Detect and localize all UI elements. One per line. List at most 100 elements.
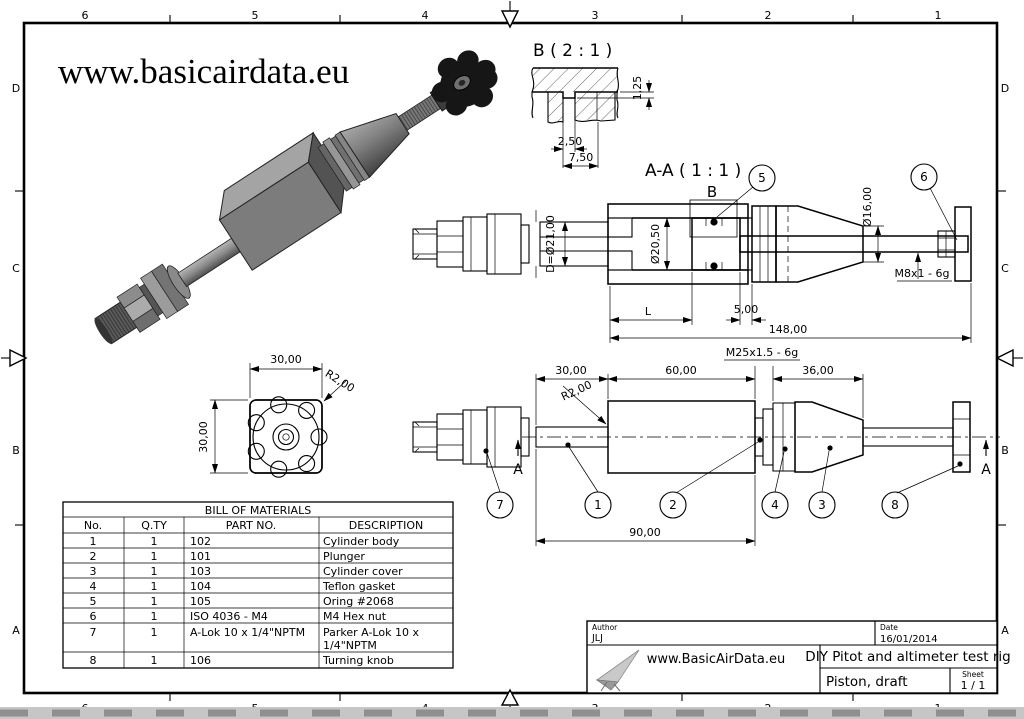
grid-col-label: 3	[592, 9, 599, 22]
bom-cell-part: 101	[190, 550, 211, 563]
knob-front-view: 30,00 30,00 R2,00	[197, 353, 357, 478]
dim-m8: M8x1 - 6g	[895, 267, 950, 280]
bom-cell-part: 104	[190, 580, 211, 593]
balloon-1: 1	[594, 498, 602, 512]
section-aa-title: A-A ( 1 : 1 )	[645, 161, 741, 181]
section-view-aa: A-A ( 1 : 1 ) B	[412, 161, 972, 343]
bom-cell-desc: Cylinder cover	[323, 565, 403, 578]
bom-cell-desc: Oring #2068	[323, 595, 394, 608]
iso-turning-knob	[431, 50, 498, 116]
bom-cell-no: 5	[90, 595, 97, 608]
dim-7-50: 7,50	[569, 151, 594, 164]
bom-cell-desc: Turning knob	[322, 654, 394, 667]
balloon-5: 5	[758, 171, 766, 185]
bom-cell-qty: 1	[151, 535, 158, 548]
grid-row-label: B	[1001, 444, 1009, 457]
grid-row-label: A	[12, 624, 20, 637]
grid-col-label: 5	[252, 9, 259, 22]
bom-cell-part: A-Lok 10 x 1/4"NPTM	[190, 626, 305, 639]
bom-cell-no: 6	[90, 610, 97, 623]
iso-cover-assembly	[317, 50, 498, 192]
bom-header-qty: Q.TY	[141, 519, 167, 532]
bom-cell-desc-line2: 1/4"NPTM	[323, 639, 377, 652]
grid-col-label: 1	[935, 9, 942, 22]
bom-cell-qty: 1	[151, 610, 158, 623]
author-label: Author	[592, 623, 618, 632]
dim-m25: M25x1.5 - 6g	[726, 346, 798, 359]
dim-L: L	[645, 305, 652, 318]
isometric-render	[94, 50, 498, 345]
dim-30: 30,00	[555, 364, 587, 377]
side-balloons: 7 1 2 4 3 8	[483, 437, 963, 519]
title-block: Author JLJ Date 16/01/2014 www.BasicAirD…	[586, 620, 1011, 694]
section-label-a-left: A	[513, 462, 523, 478]
knob-scallops	[247, 396, 328, 478]
bom-cell-qty: 1	[151, 626, 158, 639]
frame-ticks-right	[997, 190, 1006, 526]
aa-balloons: 5 6	[716, 163, 958, 241]
bom-cell-desc: Parker A-Lok 10 x	[323, 626, 419, 639]
bom-cell-part: 102	[190, 535, 211, 548]
aa-dimensions: D=Ø21,00 Ø20,50 Ø16,00 M8x1 - 6g L 5,00 …	[535, 187, 972, 343]
aa-plunger-rod	[739, 235, 969, 253]
dim-148: 148,00	[769, 323, 808, 336]
project-title: DIY Pitot and altimeter test rig	[805, 649, 1010, 665]
detail-b-dims: 1,25 2,50 7,50	[551, 76, 654, 169]
oring-bottom	[710, 262, 718, 270]
grid-col-label: 2	[765, 9, 772, 22]
titleblock-website: www.BasicAirData.eu	[647, 652, 786, 667]
detail-b-title: B ( 2 : 1 )	[533, 41, 612, 61]
frame-ticks-top	[169, 15, 854, 24]
aa-plunger-piston	[691, 217, 741, 271]
balloon-2: 2	[669, 498, 677, 512]
section-label-a-right: A	[981, 462, 991, 478]
grid-row-label: D	[12, 82, 20, 95]
centering-mark-right	[995, 348, 1023, 368]
dim-d21: D=Ø21,00	[544, 215, 557, 273]
sheet-label: Sheet	[962, 670, 984, 679]
balloon-3: 3	[818, 498, 826, 512]
dim-2-50: 2,50	[558, 135, 583, 148]
dim-1-25: 1,25	[631, 76, 644, 101]
aa-teflon-gasket	[739, 217, 753, 271]
grid-row-label: A	[1001, 624, 1009, 637]
dim-16: Ø16,00	[861, 187, 874, 227]
section-cut-marks: A A	[513, 439, 991, 478]
author-value: JLJ	[591, 633, 603, 644]
frame-ticks-left	[15, 190, 24, 526]
bom-row: 5 1 105 Oring #2068	[90, 595, 394, 608]
aa-cylinder-cover	[751, 205, 864, 283]
bom-cell-qty: 1	[151, 595, 158, 608]
bom-cell-no: 7	[90, 626, 97, 639]
detail-b-geometry	[531, 67, 619, 124]
detail-view-b: B ( 2 : 1 ) 1,25 2,50 7,50	[531, 41, 654, 169]
grid-col-label: 6	[82, 9, 89, 22]
dim-2050: Ø20,50	[649, 224, 662, 264]
bom-cell-qty: 1	[151, 550, 158, 563]
bom-cell-part: ISO 4036 - M4	[190, 610, 268, 623]
bom-cell-desc: Cylinder body	[323, 535, 400, 548]
bom-cell-qty: 1	[151, 565, 158, 578]
bom-cell-no: 8	[90, 654, 97, 667]
balloon-4: 4	[771, 498, 779, 512]
bom-title: BILL OF MATERIALS	[205, 504, 311, 517]
side-geometry	[535, 400, 971, 474]
bom-cell-desc: M4 Hex nut	[323, 610, 387, 623]
centering-mark-top	[500, 1, 520, 29]
side-view: A A 30,00 60,00 36,00 M25x1.5 - 6g R2,00…	[412, 346, 1000, 546]
grid-row-label: C	[12, 262, 20, 275]
bom-row: 7 1 A-Lok 10 x 1/4"NPTM Parker A-Lok 10 …	[90, 626, 420, 652]
dim-36: 36,00	[802, 364, 834, 377]
bom-cell-part: 106	[190, 654, 211, 667]
bom-cell-part: 105	[190, 595, 211, 608]
drawing-title: Piston, draft	[826, 674, 908, 690]
bom-header-part: PART NO.	[226, 519, 276, 532]
dim-60: 60,00	[665, 364, 697, 377]
bom-header-no: No.	[84, 519, 102, 532]
oring-top	[710, 218, 718, 226]
dim-90: 90,00	[629, 526, 661, 539]
side-fitting	[412, 406, 530, 468]
bom-table: BILL OF MATERIALS No. Q.TY PART NO. DESC…	[62, 501, 454, 669]
